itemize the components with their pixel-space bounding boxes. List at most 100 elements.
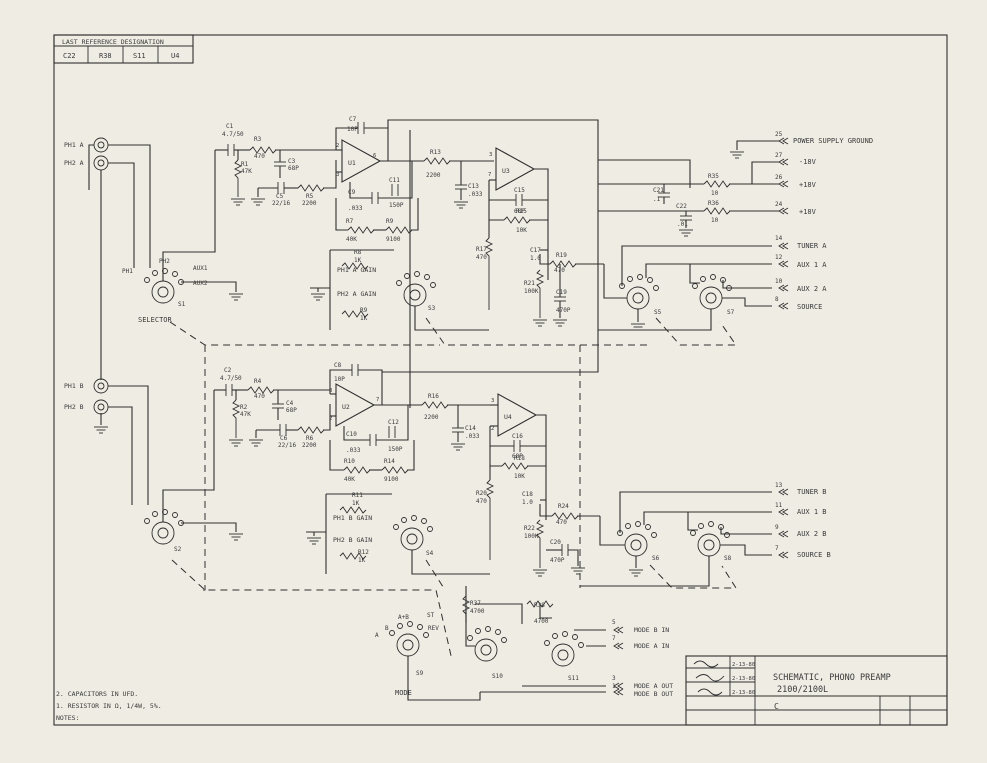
component-label: 2 — [336, 143, 339, 149]
drawing-border — [53, 34, 948, 726]
component-label: 4.7/50 — [220, 375, 242, 382]
ref-cell-u: U4 — [171, 52, 179, 60]
component-label: AUX 2 B — [797, 530, 827, 538]
u4-label: U4 — [504, 413, 512, 421]
channel-a-preamp: C1 4.7/50 R3 470 R1 47K C3 68P C5 22/16 … — [215, 116, 772, 331]
component-label: C22 — [676, 203, 687, 210]
label-ph1a: PH1 A — [64, 141, 84, 149]
component-label: C16 — [512, 433, 523, 440]
component-label: B — [385, 625, 389, 632]
component-label: 2200 — [302, 442, 317, 449]
component-label: 1K — [360, 315, 368, 322]
label-aux2: AUX2 — [193, 280, 208, 287]
component-label: R14 — [384, 458, 395, 465]
component-label: 1.0 — [522, 499, 533, 506]
component-label: 10P — [334, 376, 345, 383]
reference-table-header: LAST REFERENCE DESIGNATION — [62, 38, 164, 46]
component-label: 470 — [476, 498, 487, 505]
component-label: 40K — [346, 236, 357, 243]
component-label: PH2 B GAIN — [333, 536, 372, 544]
component-label: C15 — [514, 187, 525, 194]
component-label: 10K — [516, 227, 527, 234]
component-label: 40K — [344, 476, 355, 483]
component-label: .033 — [346, 447, 361, 454]
component-label: S9 — [416, 670, 424, 677]
component-label: C19 — [556, 289, 567, 296]
component-label: A — [375, 632, 379, 639]
component-label: POWER SUPPLY GROUND — [793, 137, 873, 145]
component-label: 10 — [711, 190, 719, 197]
title-block: SCHEMATIC, PHONO PREAMP 2100/2100L 2-13-… — [685, 655, 948, 726]
component-label: +18V — [799, 208, 817, 216]
component-label: 1.0 — [530, 255, 541, 262]
component-label: C4 — [286, 400, 294, 407]
label-s2: S2 — [174, 546, 182, 553]
component-label: C9 — [348, 189, 356, 196]
component-label: .1 — [653, 196, 661, 203]
component-label: MODE A IN — [634, 642, 669, 650]
component-label: TUNER B — [797, 488, 827, 496]
component-label: 100K — [524, 288, 539, 295]
component-label: 27 — [775, 152, 783, 159]
component-label: C1 — [226, 123, 234, 130]
component-label: 10P — [347, 126, 358, 133]
label-ph1b: PH1 B — [64, 382, 84, 390]
component-label: 68P — [512, 453, 523, 460]
component-label: 10 — [775, 278, 783, 285]
component-label: R13 — [430, 149, 441, 156]
component-label: R16 — [428, 393, 439, 400]
component-label: 11 — [775, 502, 783, 509]
component-label: R20 — [476, 490, 487, 497]
label-ph1: PH1 — [122, 268, 133, 275]
component-label: 68P — [514, 208, 525, 215]
component-label: SOURCE B — [797, 551, 831, 559]
component-label: 2-13-80 — [732, 690, 755, 696]
component-label: -18V — [799, 158, 817, 166]
notes-block: 2. CAPACITORS IN UFD. 1. RESISTOR IN Ω, … — [56, 690, 162, 722]
component-label: 470P — [550, 557, 565, 564]
component-label: 470 — [476, 254, 487, 261]
component-label: C18 — [522, 491, 533, 498]
component-label: R5 — [306, 193, 314, 200]
component-label: 5 — [612, 619, 616, 626]
component-label: 47K — [240, 411, 251, 418]
component-label: C8 — [334, 362, 342, 369]
component-label: S3 — [428, 305, 436, 312]
component-label: R3 — [254, 136, 262, 143]
component-label: S5 — [654, 309, 662, 316]
component-label: R38 — [534, 602, 545, 609]
channel-b-preamp: C2 4.7/50 R4 470 R2 47K C4 68P C6 22/16 … — [214, 362, 772, 587]
component-label: PH2 A GAIN — [337, 290, 376, 298]
component-label: 2 — [329, 416, 332, 422]
u3-label: U3 — [502, 167, 510, 175]
component-label: R18 — [514, 455, 525, 462]
component-label: 7 — [488, 172, 491, 178]
ref-cell-r: R38 — [99, 52, 112, 60]
component-label: C6 — [280, 435, 288, 442]
component-label: R7 — [346, 218, 354, 225]
reference-table: LAST REFERENCE DESIGNATION C22 R38 S11 U… — [53, 34, 194, 64]
component-label: 2-13-80 — [732, 676, 755, 682]
label-ph2b: PH2 B — [64, 403, 84, 411]
component-label: 150P — [388, 446, 403, 453]
ref-cell-c: C22 — [63, 52, 76, 60]
component-label: 10 — [711, 217, 719, 224]
component-label: R4 — [254, 378, 262, 385]
component-label: R24 — [558, 503, 569, 510]
u1-label: U1 — [348, 159, 356, 167]
component-label: C2 — [224, 367, 232, 374]
component-label: R36 — [708, 200, 719, 207]
component-label: R8 — [354, 249, 362, 256]
component-label: 24 — [775, 201, 783, 208]
component-label: S6 — [652, 555, 660, 562]
component-label: R1 — [241, 161, 249, 168]
component-label: R9 — [360, 307, 368, 314]
component-label: 25 — [775, 131, 783, 138]
component-label: C5 — [276, 193, 284, 200]
component-label: C13 — [468, 183, 479, 190]
component-label: 1K — [354, 257, 362, 264]
component-label: 14 — [775, 235, 783, 242]
component-label: R35 — [708, 173, 719, 180]
mode-switch-section: S9 S10 S11 MODE A+B ST REV B A R37 4700 … — [375, 586, 673, 701]
